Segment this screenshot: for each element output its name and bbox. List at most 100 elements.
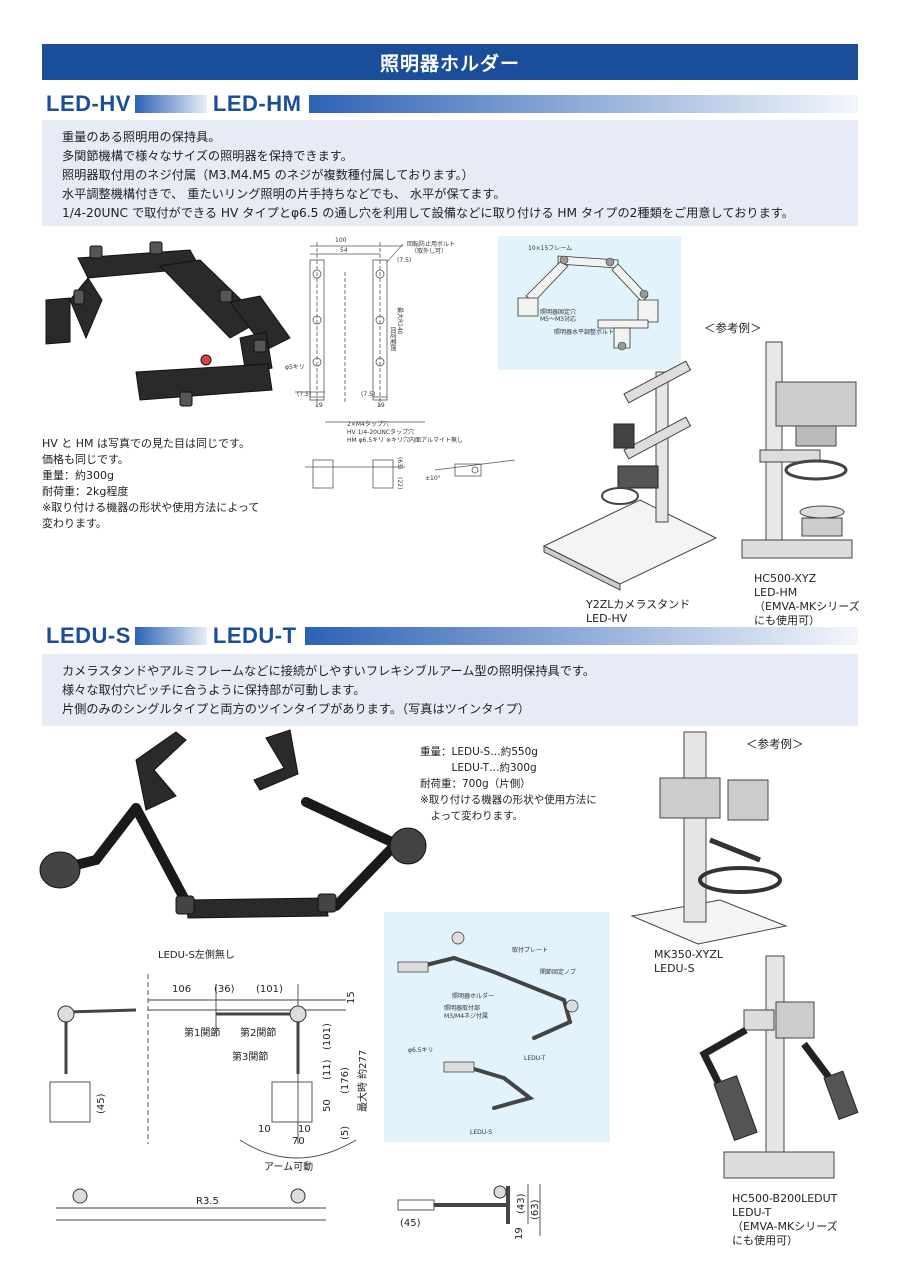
dim-19b: 19 xyxy=(514,1227,525,1240)
caption-line: LED-HM xyxy=(754,586,798,599)
dim-5: (5) xyxy=(340,1126,351,1140)
hc500-b200-stand-photo xyxy=(699,955,859,1179)
caption-line: Y2ZLカメラスタンド xyxy=(586,598,691,611)
dim-36: (36) xyxy=(214,984,235,995)
dim-7-5: (7.5) xyxy=(397,257,411,264)
title-gradient-bar xyxy=(304,627,858,645)
spec-line: LEDU-T…約300g xyxy=(420,762,537,774)
desc-line: 片側のみのシングルタイプと両方のツインタイプがあります。（写真はツインタイプ） xyxy=(62,702,530,716)
angle-note: ±10° xyxy=(425,475,441,482)
section-title-led-hv: LED-HV xyxy=(46,91,131,116)
holder-label: 照明器ホルダー xyxy=(452,992,494,1000)
dim-176: (176) xyxy=(340,1067,351,1094)
spec-line: 重量：LEDU-S…約550g xyxy=(420,746,538,758)
section-header-ledu: LEDU-S LEDU-T xyxy=(46,623,858,648)
dim-45b: (45) xyxy=(400,1218,421,1229)
arm-movable-label: アーム可動 xyxy=(264,1160,313,1173)
caption-line: HC500-XYZ xyxy=(754,572,817,585)
section1-notes: HV と HM は写真での見た目は同じです。 価格も同じです。 重量：約300g… xyxy=(42,436,259,532)
dim-45: (45) xyxy=(96,1093,107,1114)
caption-line: HC500-B200LEDUT xyxy=(732,1192,838,1205)
mount-label: 照明器取付部 xyxy=(444,1004,480,1012)
note-line: HV と HM は写真での見た目は同じです。 xyxy=(42,437,250,450)
dim-70: 70 xyxy=(292,1136,305,1147)
plate-label: 取付プレート xyxy=(512,946,548,954)
caption-line: LEDU-T xyxy=(732,1206,772,1219)
dim-101: (101) xyxy=(256,984,283,995)
led-holder-photo xyxy=(45,241,291,407)
dim-63b: (63) xyxy=(530,1199,541,1220)
dim-10b: 10 xyxy=(298,1124,311,1135)
ledu-dimension-drawing: LEDU-S左側無し 106 (36) (101) 15 第1関節 第2関節 第… xyxy=(49,948,369,1221)
desc-line: 水平調整機構付きで、 重たいリング照明の片手持ちなどでも、 水平が保てます。 xyxy=(62,187,506,201)
section2-specs: 重量：LEDU-S…約550g LEDU-T…約300g 耐荷重：700g（片側… xyxy=(420,744,597,824)
dim-r3-5: R3.5 xyxy=(196,1196,219,1207)
section-title-ledu-t: LEDU-T xyxy=(212,623,297,648)
dim-43: (43) xyxy=(516,1193,527,1214)
caption-y2zl: Y2ZLカメラスタンド LED-HV xyxy=(586,598,690,626)
joint2-label: 第2関節 xyxy=(240,1026,276,1039)
dim-19: 19 xyxy=(315,402,323,409)
ledu-t-label: LEDU-T xyxy=(524,1055,546,1062)
section2-description: カメラスタンドやアルミフレームなどに接続がしやすいフレキシブルアーム型の照明保持… xyxy=(42,654,858,726)
ledu-illustration xyxy=(384,912,610,1142)
mount-label2: M3/M4ネジ付属 xyxy=(444,1012,488,1020)
tap-note: 2×M4タップ穴 xyxy=(347,420,389,428)
caption-line: MK350-XYZL xyxy=(654,948,724,961)
led-holder-drawing: 100 54 回転防止用ボルト （取外し可） (7.5) 最大R140 回定範囲… xyxy=(285,237,516,489)
caption-hc500-b200: HC500-B200LEDUT LEDU-T （EMVA-MKシリーズ にも使用… xyxy=(732,1192,838,1248)
dim-101v: (101) xyxy=(322,1023,333,1050)
spec-line: ※取り付ける機器の形状や使用方法に xyxy=(420,794,597,806)
note-line: 耐荷重：2kg程度 xyxy=(42,485,129,498)
dim-max: 最大時 約277 xyxy=(356,1050,369,1112)
hole-label: φ6.5キリ xyxy=(408,1047,434,1054)
level-bolt-label: 照明器水平調整ボルト xyxy=(554,328,614,336)
hm-note: HM φ6.5キリ ※キリ穴内面アルマイト無し xyxy=(347,436,463,444)
dim-54: 54 xyxy=(340,247,348,254)
spec-line: よって変わります。 xyxy=(420,810,524,822)
mk350-stand-photo xyxy=(630,731,788,945)
dim-100: 100 xyxy=(335,237,347,244)
desc-line: 1/4-20UNC で取付ができる HV タイプとφ6.5 の通し穴を利用して設… xyxy=(62,206,794,220)
hole-note: φ5キリ xyxy=(285,364,305,371)
fix-hole-label: 照明器固定穴 xyxy=(540,308,576,316)
led-holder-illustration-art: 10×15フレーム 照明器固定穴 M5〜M3対応 照明器水平調整ボルト xyxy=(517,245,659,351)
dim-7-5: (7.5) xyxy=(297,391,311,398)
ref-label-2: ＜参考例＞ xyxy=(746,737,804,751)
title-gradient-bar xyxy=(134,95,207,113)
dim-10a: 10 xyxy=(258,1124,271,1135)
dim-7-5: (7.5) xyxy=(361,391,375,398)
dim-22: (22) xyxy=(396,477,403,489)
section-header-led: LED-HV LED-HM xyxy=(46,91,858,116)
title-gradient-bar xyxy=(309,95,858,113)
label-no-left: LEDU-S左側無し xyxy=(158,948,235,961)
section1-description: 重量のある照明用の保持具。 多関節機構で様々なサイズの照明器を保持できます。 照… xyxy=(42,120,858,226)
note-bolt: 回転防止用ボルト xyxy=(407,240,455,248)
caption-line: （EMVA-MKシリーズ xyxy=(732,1220,838,1233)
frame-label: 10×15フレーム xyxy=(528,245,572,252)
caption-line: にも使用可） xyxy=(732,1234,798,1247)
title-gradient-bar xyxy=(134,627,207,645)
dim-19: 19 xyxy=(377,402,385,409)
ledu-side-drawing: (45) (43) (63) 19 xyxy=(397,1184,541,1240)
dim-r140: 最大R140 xyxy=(396,307,404,335)
ref-label-1: ＜参考例＞ xyxy=(704,321,762,335)
y2zl-stand-photo xyxy=(542,360,718,591)
joint1-label: 第1関節 xyxy=(184,1026,220,1039)
ledu-s-label: LEDU-S xyxy=(470,1129,492,1136)
dim-15: 15 xyxy=(346,991,357,1004)
dim-50: 50 xyxy=(322,1099,333,1112)
desc-line: 多関節機構で様々なサイズの照明器を保持できます。 xyxy=(62,149,353,163)
desc-line: 照明器取付用のネジ付属（M3.M4.M5 のネジが複数種付属しております。） xyxy=(62,168,474,182)
caption-line: LEDU-S xyxy=(654,962,695,975)
dim-63: (63) xyxy=(396,457,403,469)
desc-line: 重量のある照明用の保持具。 xyxy=(62,130,221,144)
desc-line: 様々な取付穴ピッチに合うように保持部が可動します。 xyxy=(62,683,366,697)
fix-hole-label2: M5〜M3対応 xyxy=(540,315,576,323)
caption-mk350: MK350-XYZL LEDU-S xyxy=(654,948,723,976)
dim-106: 106 xyxy=(172,984,191,995)
caption-line: にも使用可） xyxy=(754,614,820,627)
ledu-illustration-art: 取付プレート 関節固定ノブ 照明器ホルダー 照明器取付部 M3/M4ネジ付属 L… xyxy=(397,931,579,1136)
joint3-label: 第3関節 xyxy=(232,1050,268,1063)
note-line: 重量：約300g xyxy=(42,469,114,482)
